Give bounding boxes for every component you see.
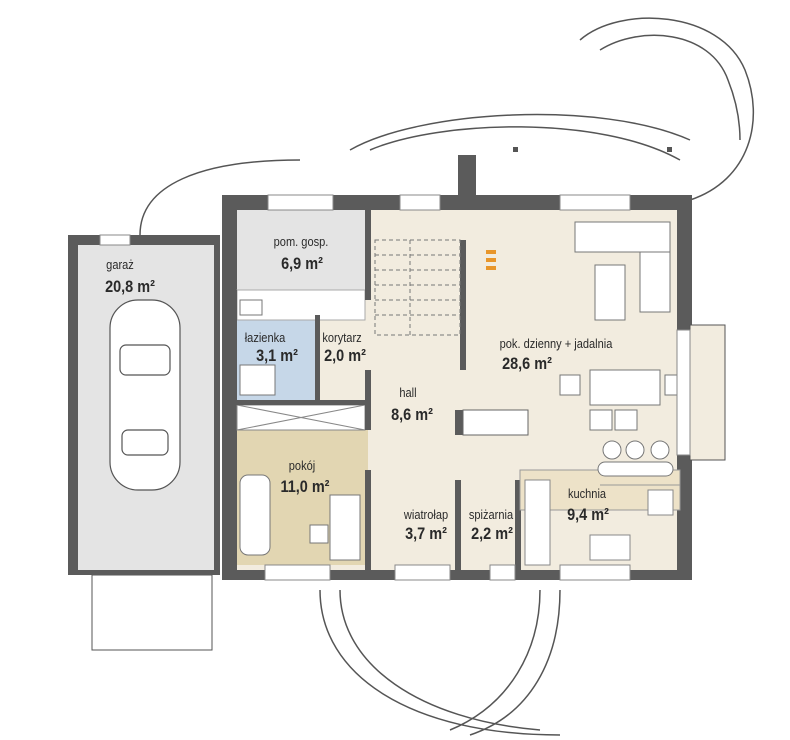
room-area: 9,4 m² bbox=[567, 505, 609, 524]
room-area: 3,7 m² bbox=[405, 524, 447, 543]
room-name: kuchnia bbox=[567, 486, 607, 501]
room-area: 3,1 m² bbox=[256, 346, 298, 365]
stairs bbox=[374, 239, 461, 336]
entrance-arc bbox=[319, 589, 561, 736]
room-area: 2,2 m² bbox=[471, 524, 513, 543]
room-name: garaż bbox=[106, 257, 134, 272]
room-area: 6,9 m² bbox=[281, 254, 323, 273]
fireplace-icon bbox=[486, 250, 496, 270]
entrance-arc bbox=[449, 589, 541, 731]
windows bbox=[99, 194, 691, 581]
terrace-arc bbox=[599, 34, 741, 141]
terrace-arc bbox=[369, 126, 681, 161]
room-name: hall bbox=[399, 385, 417, 400]
room-area: 11,0 m² bbox=[280, 477, 330, 496]
terrace-arc bbox=[139, 159, 301, 236]
room-area: 2,0 m² bbox=[324, 346, 366, 365]
room-name: pokój bbox=[288, 458, 316, 473]
room-area: 8,6 m² bbox=[391, 405, 433, 424]
room-area: 20,8 m² bbox=[105, 277, 155, 296]
room-name: wiatrołap bbox=[403, 507, 449, 522]
terrace-arc bbox=[349, 113, 691, 151]
furniture bbox=[239, 221, 686, 561]
entrance-arc bbox=[339, 589, 541, 731]
car bbox=[109, 299, 181, 491]
room-name: łazienka bbox=[244, 330, 286, 345]
terrace-arc bbox=[579, 17, 755, 201]
room-name: pok. dzienny + jadalnia bbox=[499, 336, 613, 351]
room-name: korytarz bbox=[322, 330, 362, 345]
room-name: spiżarnia bbox=[468, 507, 514, 522]
entrance-arc bbox=[469, 589, 561, 736]
room-area: 28,6 m² bbox=[502, 354, 552, 373]
room-name: pom. gosp. bbox=[273, 234, 329, 249]
